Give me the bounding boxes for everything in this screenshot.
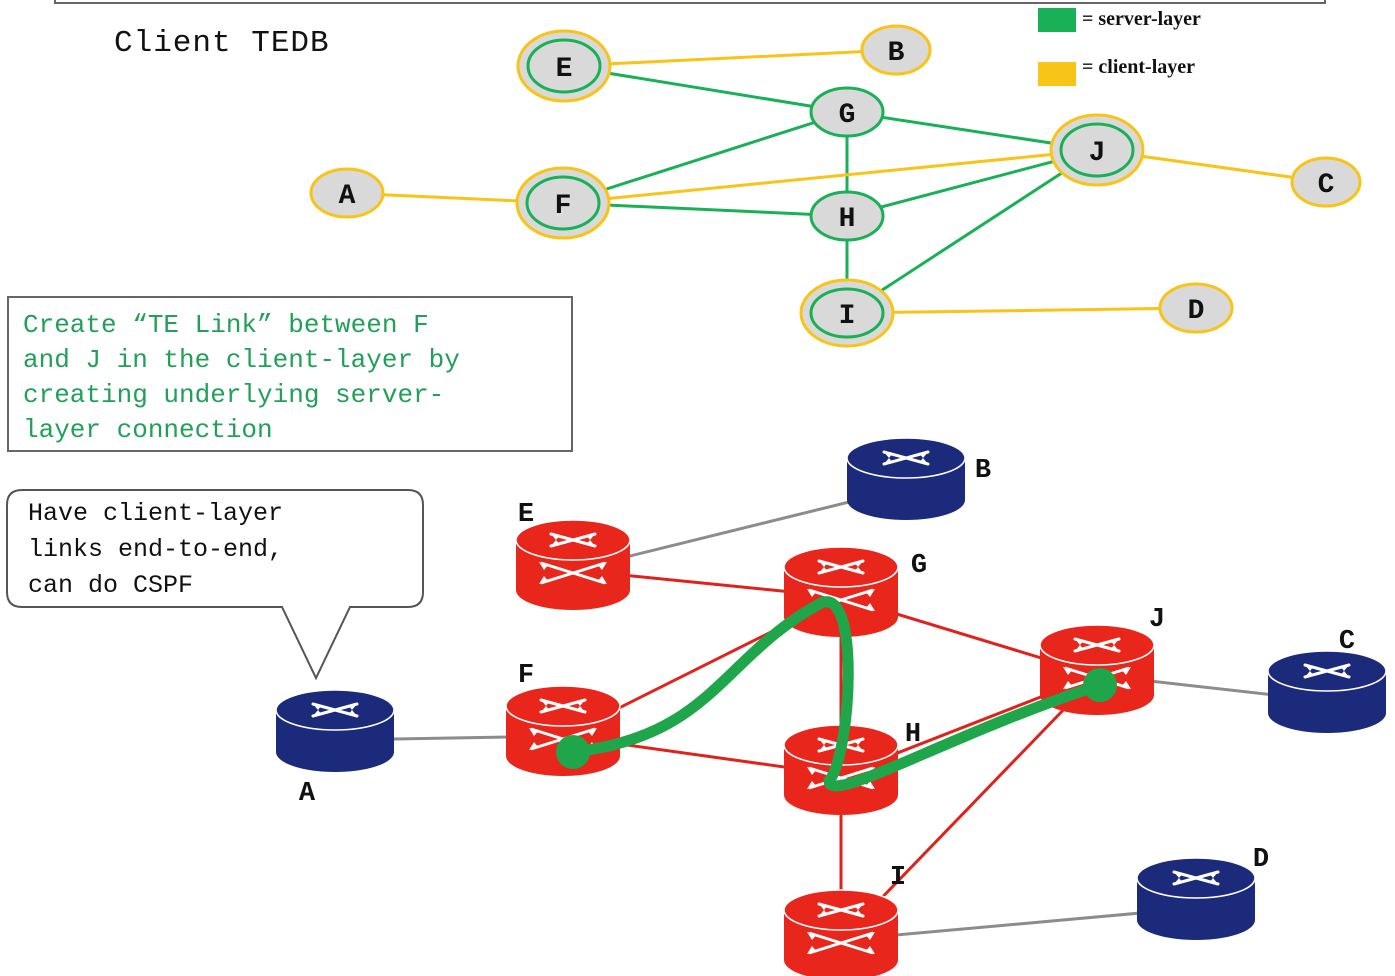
textbox-line: Create “TE Link” between F xyxy=(23,310,429,340)
tedb-node-B: B xyxy=(860,24,932,76)
tedb-link-E-G xyxy=(563,64,848,114)
tedb-nodes: E B G J A F H C I D xyxy=(309,24,1362,348)
callout-text: Have client-layer links end-to-end, can … xyxy=(28,496,408,604)
callout-line: Have client-layer xyxy=(28,499,284,528)
tedb-title: Client TEDB xyxy=(114,26,330,61)
tedb-node-label: C xyxy=(1318,170,1335,201)
tedb-node-C: C xyxy=(1290,156,1362,208)
textbox-line: layer connection xyxy=(23,415,273,445)
router-B xyxy=(846,437,966,520)
textbox-line: and J in the client-layer by xyxy=(23,345,460,375)
legend-label-client: = client-layer xyxy=(1082,56,1196,78)
router-label-H: H xyxy=(905,720,921,750)
network-link-I-J xyxy=(839,673,1099,942)
tedb-node-label: I xyxy=(839,301,856,332)
tedb-node-A: A xyxy=(309,167,385,219)
tedb-node-label: G xyxy=(839,100,856,131)
router-label-J: J xyxy=(1149,605,1165,635)
frame-edge xyxy=(54,0,1326,4)
tedb-node-label: D xyxy=(1188,296,1205,327)
te-link-description-box: Create “TE Link” between F and J in the … xyxy=(7,296,573,452)
legend-swatch-client xyxy=(1038,62,1076,86)
router-C xyxy=(1267,650,1387,733)
tedb-node-H: H xyxy=(809,190,885,242)
callout-line: links end-to-end, xyxy=(28,535,284,564)
tedb-node-label: B xyxy=(888,38,905,69)
tedb-node-J: J xyxy=(1049,113,1145,187)
tedb-node-E: E xyxy=(516,29,612,103)
tedb-node-F: F xyxy=(515,166,611,240)
tedb-link-I-D xyxy=(846,306,1197,315)
tedb-node-label: H xyxy=(839,204,856,235)
tedb-node-D: D xyxy=(1158,282,1234,334)
tedb-node-label: A xyxy=(339,181,356,212)
router-A xyxy=(275,689,395,772)
router-E xyxy=(515,519,631,610)
tedb-link-I-J xyxy=(846,148,1098,315)
tedb-node-label: F xyxy=(555,191,572,222)
router-label-C: C xyxy=(1339,627,1355,657)
legend-label-server: = server-layer xyxy=(1082,8,1201,30)
te-link-curve xyxy=(567,596,1106,792)
callout-bubble xyxy=(6,489,424,681)
router-I xyxy=(783,889,899,976)
router-label-A: A xyxy=(299,779,316,809)
network-link-I-D xyxy=(840,906,1197,942)
textbox-line: creating underlying server- xyxy=(23,380,445,410)
callout-line: can do CSPF xyxy=(28,571,194,600)
legend-swatch-server xyxy=(1038,8,1076,32)
tedb-link-F-J xyxy=(562,148,1098,205)
router-labels: A B C D E F G H I J xyxy=(299,456,1355,893)
tedb-link-G-F xyxy=(562,110,848,205)
router-D xyxy=(1136,857,1256,940)
tedb-node-label: E xyxy=(556,54,573,85)
te-link-path xyxy=(556,596,1117,792)
tedb-link-E-B xyxy=(563,48,897,68)
tedb-node-G: G xyxy=(809,86,885,138)
te-link-endpoint-J xyxy=(1083,668,1117,702)
router-label-I: I xyxy=(890,863,906,893)
router-label-F: F xyxy=(518,661,534,691)
router-label-B: B xyxy=(975,456,991,486)
te-link-endpoint-F xyxy=(556,735,590,769)
tedb-node-I: I xyxy=(799,278,895,348)
tedb-node-label: J xyxy=(1089,138,1106,169)
routers xyxy=(275,437,1387,976)
router-label-G: G xyxy=(911,551,927,581)
router-label-D: D xyxy=(1253,845,1269,875)
router-label-E: E xyxy=(518,500,534,530)
